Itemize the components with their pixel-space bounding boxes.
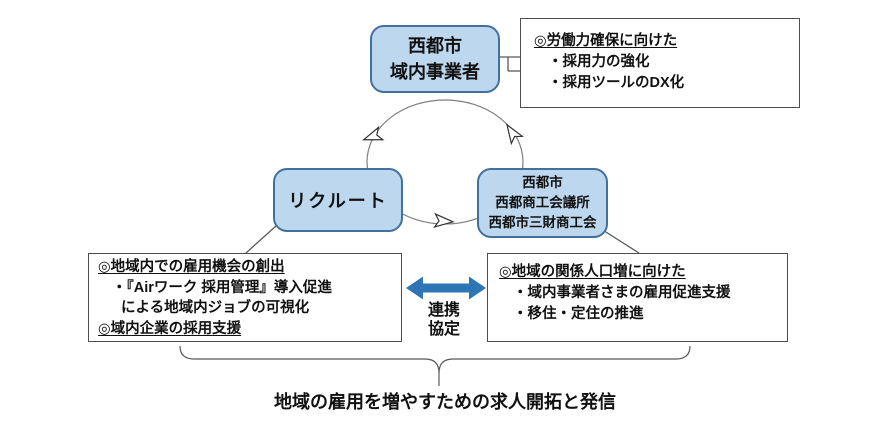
- callout-region-item: ・移住・定住の推進: [513, 306, 644, 322]
- node-city-chambers: 西都市 西都商工会議所 西都市三財商工会: [477, 168, 608, 238]
- node-saito-businesses: 西都市 域内事業者: [370, 25, 500, 93]
- node-recruit: リクルート: [273, 168, 403, 232]
- callout-recruit-item: ・『Airワーク 採用管理』導入促進: [112, 279, 332, 296]
- callout-recruit-actions: ◎地域内での雇用機会の創出 ・『Airワーク 採用管理』導入促進 による地域内ジ…: [88, 253, 402, 342]
- diagram-caption: 地域の雇用を増やすための求人開拓と発信: [274, 392, 616, 412]
- callout-labor-security: ◎労働力確保に向けた ・採用力の強化 ・採用ツールのDX化: [520, 18, 800, 108]
- callout-labor-item: ・採用ツールのDX化: [548, 75, 685, 91]
- callout-recruit-item: による地域内ジョブの可視化: [121, 300, 310, 316]
- cycle-arrowhead-icon: [362, 125, 385, 141]
- partnership-agreement-label: 連携 協定: [427, 302, 460, 338]
- callout-region-item: ・域内事業者さまの雇用促進支援: [513, 285, 731, 301]
- connector-business-labor: [497, 56, 520, 72]
- cycle-arrowhead-icon: [433, 212, 455, 229]
- cycle-arrowhead-icon: [506, 123, 524, 146]
- callout-recruit-heading: ◎域内企業の採用支援: [98, 320, 242, 337]
- callout-recruit-heading: ◎地域内での雇用機会の創出: [98, 259, 285, 275]
- partnership-double-arrow-icon: [406, 276, 486, 300]
- callout-region-heading: ◎地域の関係人口増に向けた: [499, 264, 686, 280]
- brace-icon: [179, 345, 691, 374]
- callout-region-population: ◎地域の関係人口増に向けた ・域内事業者さまの雇用促進支援 ・移住・定住の推進: [487, 253, 788, 342]
- callout-labor-item: ・採用力の強化: [548, 54, 650, 70]
- callout-labor-heading: ◎労働力確保に向けた: [534, 33, 678, 49]
- connector-recruit-actions: [245, 225, 277, 254]
